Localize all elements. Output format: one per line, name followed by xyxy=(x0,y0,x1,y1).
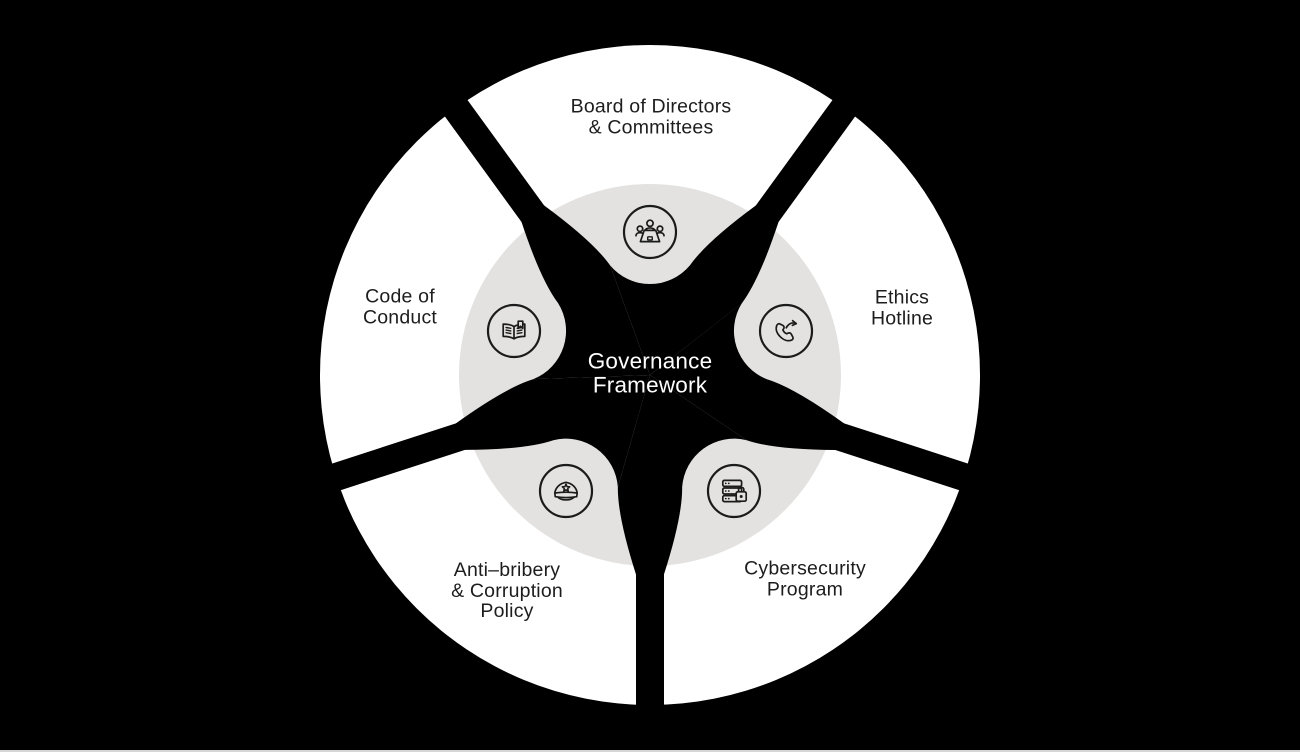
label-line: Code of xyxy=(365,285,435,308)
center-blob-segment xyxy=(650,303,845,450)
label-line: Board of Directors xyxy=(570,95,732,118)
open-book-icon xyxy=(486,303,542,359)
police-cap-icon xyxy=(538,463,594,519)
segment-label-code-of-conduct: Code of Conduct xyxy=(363,286,437,327)
center-title-line: Framework xyxy=(592,373,708,398)
divider-bands xyxy=(320,90,980,717)
segment-label-board: Board of Directors & Committees xyxy=(571,96,732,137)
icon-ring xyxy=(538,463,594,519)
divider-band xyxy=(320,416,487,494)
divider-band xyxy=(636,551,664,717)
center-blob-segment xyxy=(455,375,650,488)
segment-label-ethics: Ethics Hotline xyxy=(871,287,933,328)
center-title-line: Governance xyxy=(587,348,713,374)
label-line: Anti–bribery xyxy=(453,559,561,582)
label-line: Cybersecurity xyxy=(744,557,866,580)
label-line: Hotline xyxy=(870,307,934,329)
center-title: Governance Framework xyxy=(587,348,713,399)
divider-band xyxy=(437,90,558,241)
divider-band xyxy=(813,416,980,494)
icon-ring xyxy=(622,204,678,260)
label-line: & Committees xyxy=(588,116,714,138)
center-blob-segment xyxy=(521,205,650,380)
segment-label-cybersecurity: Cybersecurity Program xyxy=(744,558,866,599)
icon-ring xyxy=(486,303,542,359)
label-line: & Corruption xyxy=(451,579,563,602)
label-line: Program xyxy=(766,578,844,600)
label-line: Policy xyxy=(480,600,534,623)
center-blob-segment xyxy=(617,375,747,575)
secure-server-icon xyxy=(706,463,762,519)
icon-ring xyxy=(758,303,814,359)
center-blob xyxy=(455,205,845,575)
divider-band xyxy=(742,90,863,241)
outgoing-call-icon xyxy=(758,303,814,359)
bottom-edge-line xyxy=(0,750,1300,752)
board-meeting-icon xyxy=(622,204,678,260)
segment-label-antibribery: Anti–bribery & Corruption Policy xyxy=(451,560,563,622)
label-line: Conduct xyxy=(362,306,438,328)
center-blob-segment xyxy=(610,205,779,375)
icon-ring xyxy=(706,463,762,519)
label-line: Ethics xyxy=(874,286,930,309)
